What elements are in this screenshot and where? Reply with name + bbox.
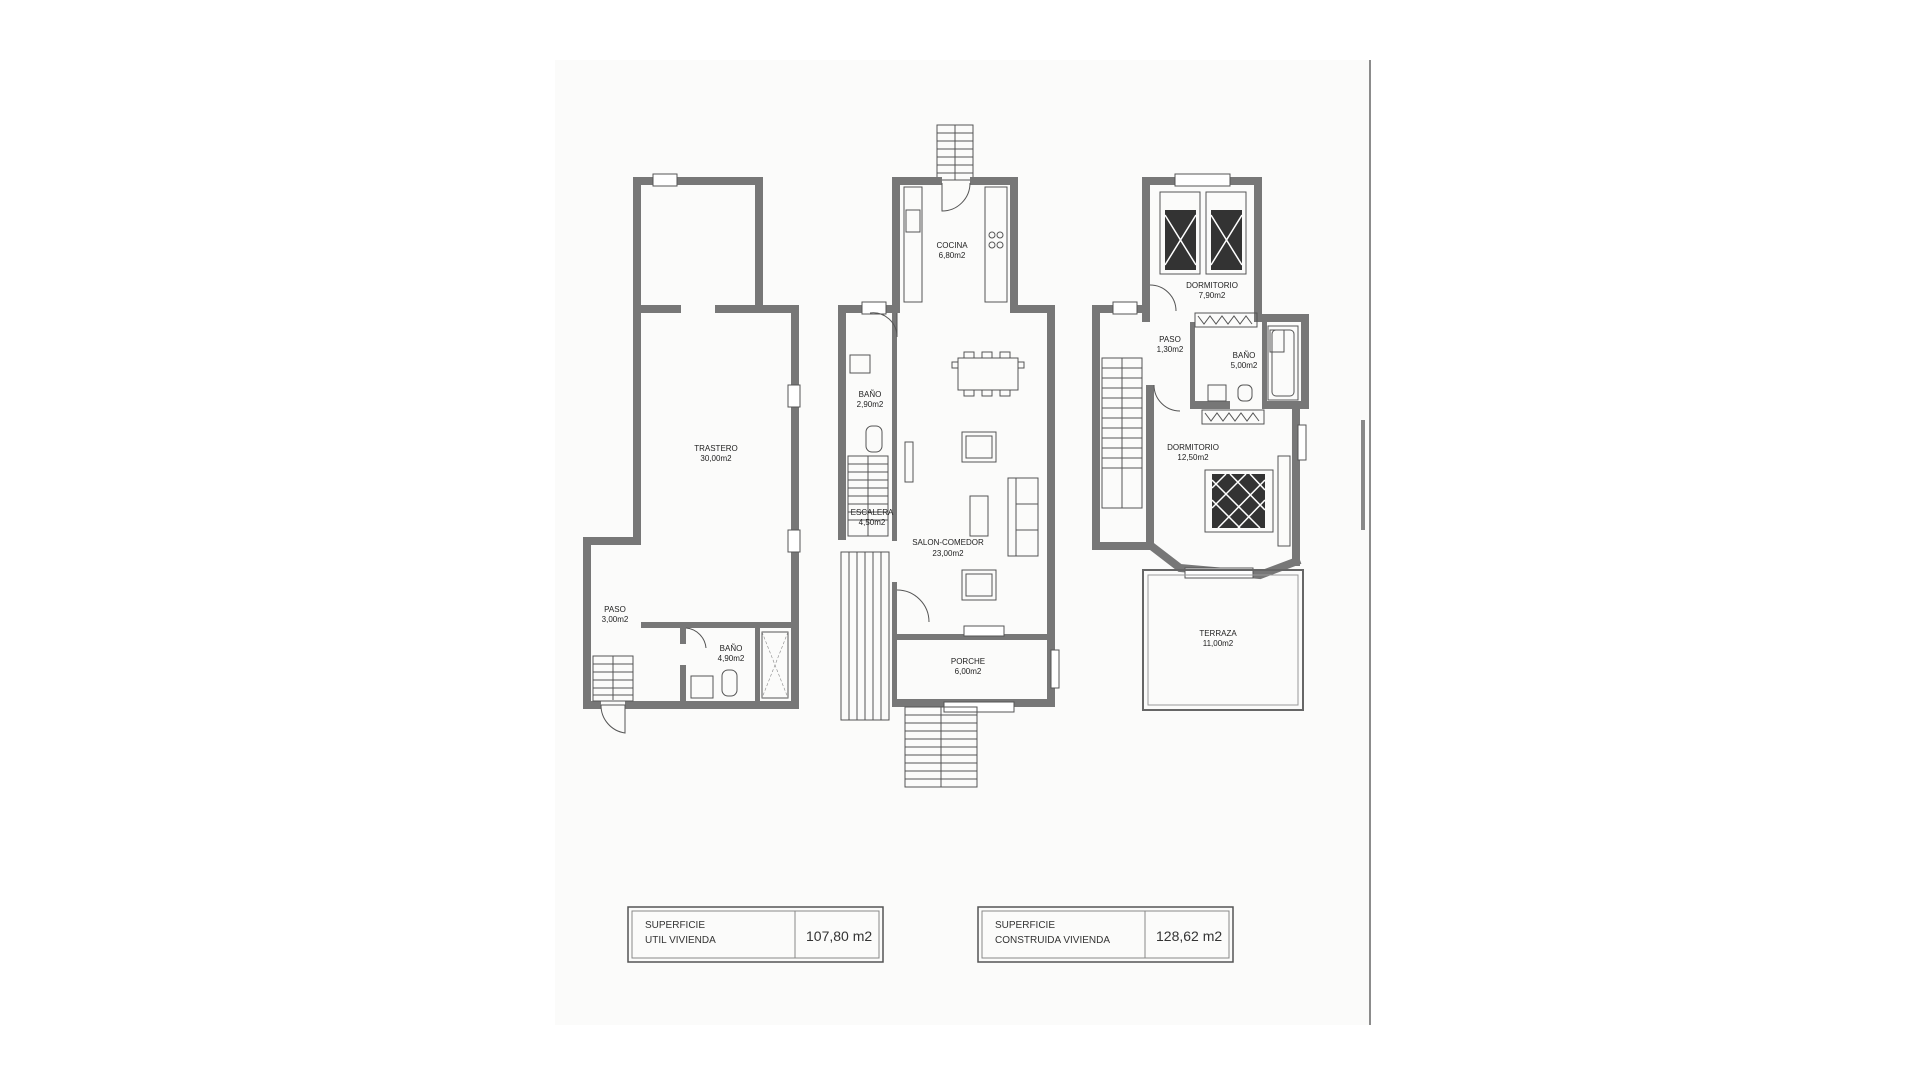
plan-basement [583, 173, 801, 734]
scroll-marker [1361, 420, 1365, 530]
room-area-bano-first: 5,00m2 [1231, 361, 1258, 370]
room-area-paso-basement: 3,00m2 [602, 615, 629, 624]
room-name-bano-basement: BAÑO [720, 644, 743, 653]
room-area-paso-first: 1,30m2 [1157, 345, 1184, 354]
room-name-paso-basement: PASO [604, 605, 626, 614]
summary-construida-label-2: CONSTRUIDA VIVIENDA [995, 935, 1110, 946]
room-name-porche: PORCHE [951, 657, 985, 666]
summary-util-label-1: SUPERFICIE [645, 920, 705, 931]
room-area-trastero: 30,00m2 [700, 454, 732, 463]
plan-first-floor [1092, 173, 1309, 711]
room-area-bano-ground: 2,90m2 [857, 400, 884, 409]
room-name-bano-first: BAÑO [1233, 351, 1256, 360]
summary-box-construida: SUPERFICIE CONSTRUIDA VIVIENDA 128,62 m2 [977, 906, 1234, 963]
summary-box-util: SUPERFICIE UTIL VIVIENDA 107,80 m2 [627, 906, 884, 963]
room-area-porche: 6,00m2 [955, 667, 982, 676]
room-area-cocina: 6,80m2 [939, 251, 966, 260]
room-name-dormitorio-top: DORMITORIO [1186, 281, 1238, 290]
room-name-terraza: TERRAZA [1199, 629, 1237, 638]
room-name-cocina: COCINA [936, 241, 968, 250]
room-name-escalera: ESCALERA [851, 508, 894, 517]
room-name-trastero: TRASTERO [694, 444, 738, 453]
room-area-dormitorio-top: 7,90m2 [1199, 291, 1226, 300]
room-name-salon-comedor: SALON-COMEDOR [912, 538, 984, 547]
summary-construida-label-1: SUPERFICIE [995, 920, 1055, 931]
summary-construida-value: 128,62 m2 [1156, 928, 1222, 944]
room-name-bano-ground: BAÑO [859, 390, 882, 399]
plan-ground-floor [838, 124, 1060, 788]
room-area-terraza: 11,00m2 [1203, 639, 1234, 648]
room-name-dormitorio-bottom: DORMITORIO [1167, 443, 1219, 452]
room-area-bano-basement: 4,90m2 [718, 654, 745, 663]
room-area-dormitorio-bottom: 12,50m2 [1177, 453, 1209, 462]
room-area-escalera: 4,50m2 [859, 518, 886, 527]
room-area-salon-comedor: 23,00m2 [932, 549, 964, 558]
summary-util-value: 107,80 m2 [806, 928, 872, 944]
room-name-paso-first: PASO [1159, 335, 1181, 344]
summary-util-label-2: UTIL VIVIENDA [645, 935, 716, 946]
